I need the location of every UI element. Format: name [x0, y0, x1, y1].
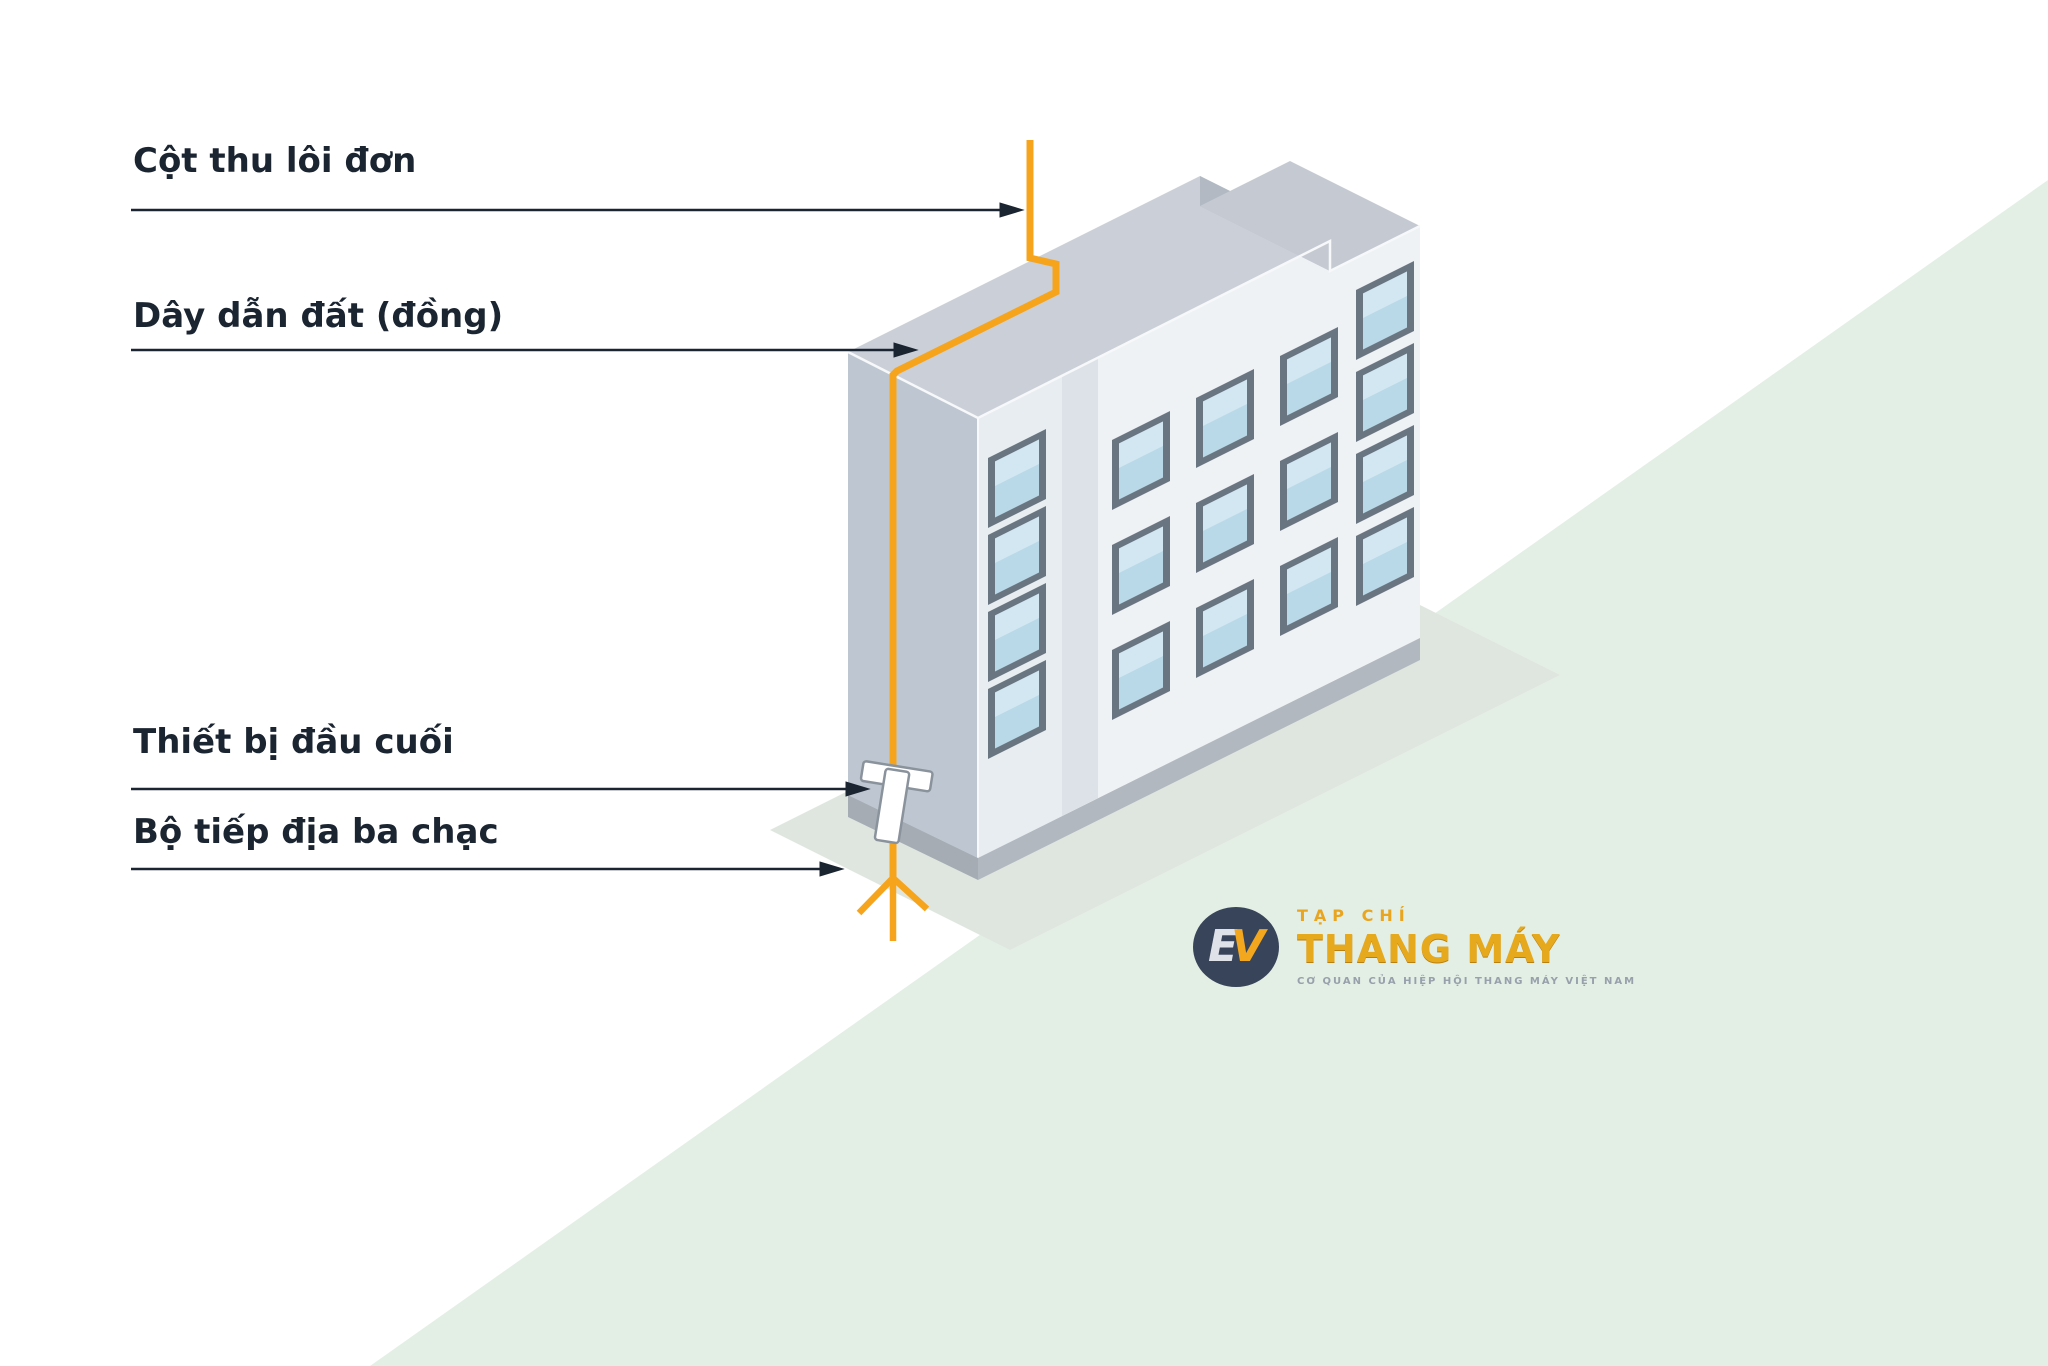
lightning-rod-and-down-conductor: [889, 140, 1060, 880]
logo-brand-name: THANG MÁY: [1297, 927, 1561, 971]
roof-low: [1200, 161, 1420, 271]
logo-tagline-bottom: CƠ QUAN CỦA HIỆP HỘI THANG MÁY VIỆT NAM: [1297, 976, 1637, 987]
arrow-head-ground-set: [819, 861, 845, 877]
ground-prong-left: [856, 875, 896, 916]
label-down-conductor: Dây dẫn đất (đồng): [133, 296, 504, 336]
building-left-face: [848, 352, 978, 858]
logo-letter-e: E: [1207, 921, 1238, 972]
label-terminal-device: Thiết bị đầu cuối: [133, 722, 454, 762]
building: [847, 161, 1421, 880]
logo-text-block: TẠP CHÍ THANG MÁY CƠ QUAN CỦA HIỆP HỘI T…: [1297, 906, 1636, 987]
roof-high: [848, 176, 1330, 418]
three-prong-ground-icon: [856, 875, 930, 941]
lightning-protection-system: [856, 140, 1060, 941]
callout-arrows: [131, 202, 1025, 877]
arrow-head-terminal-device: [845, 781, 871, 797]
logo-tagline-top: TẠP CHÍ: [1297, 906, 1411, 925]
arrow-head-lightning-rod: [999, 202, 1025, 218]
logo-letter-v: V: [1231, 921, 1265, 972]
label-ground-set: Bộ tiếp địa ba chạc: [133, 812, 499, 852]
terminal-device-icon: [859, 760, 934, 845]
roof-edge-highlight: [847, 224, 1421, 420]
label-lightning-rod: Cột thu lôi đơn: [133, 141, 417, 181]
arrow-head-down-conductor: [893, 342, 919, 358]
ground-prong-right: [890, 875, 930, 912]
facade-shadow-strip: [1062, 358, 1098, 816]
plinth-right: [978, 638, 1420, 880]
